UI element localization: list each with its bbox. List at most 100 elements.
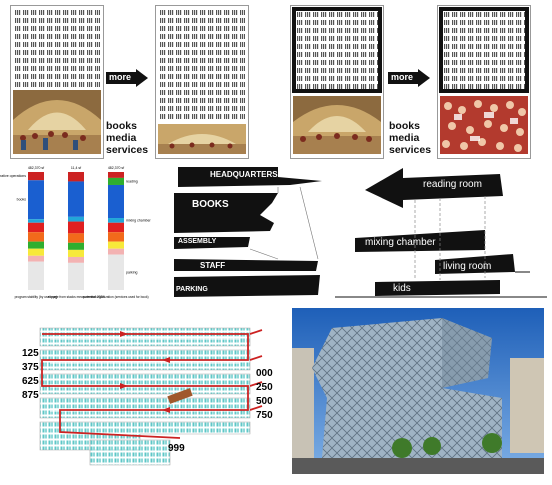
spiral-number-625: 625 (22, 376, 39, 387)
school-of-athens-painting (293, 96, 381, 154)
spiral-number-500: 500 (256, 396, 273, 407)
spiral-number-000: 000 (256, 368, 273, 379)
mixing-chamber-slab (355, 230, 485, 252)
bar-segment (68, 233, 84, 243)
bar-segment (68, 216, 84, 222)
spiral-number-125: 125 (22, 348, 39, 359)
assembly-slab (174, 237, 250, 249)
spiral-number-375: 375 (22, 362, 39, 373)
book-stack-panel-2 (155, 5, 249, 159)
assembly-label: ASSEMBLY (178, 238, 217, 245)
bar-column-header: 11,4 sf (71, 166, 81, 170)
bar-segment (108, 177, 124, 185)
bar-column-header: 482,370 sf (108, 166, 124, 170)
shelf-pattern (443, 11, 525, 89)
spiral-number-250: 250 (256, 382, 273, 393)
staff-slab (174, 259, 318, 271)
shelf-pattern (159, 9, 245, 119)
bar-segment (28, 232, 44, 242)
book-stack-panel-3 (290, 5, 384, 159)
services-line-books: books (389, 120, 420, 132)
bar-segment (108, 232, 124, 242)
headquarters-slab (178, 167, 322, 187)
spaces-diagram: reading room mixing chamber living room … (335, 160, 547, 305)
bar-segment (108, 218, 124, 223)
shelf-pattern (296, 11, 378, 89)
spiral-number-875: 875 (22, 390, 39, 401)
services-line-services: services (106, 144, 149, 156)
spiral-number-999: 999 (168, 443, 185, 454)
spaces-shapes (335, 168, 547, 298)
bar-segment (108, 248, 124, 255)
headquarters-label: HEADQUARTERS (210, 170, 278, 179)
bar-segment-label: mixing chamber (126, 218, 152, 222)
bar-segment-label: reading (126, 179, 138, 183)
bar-segment (108, 254, 124, 290)
bar-segment (68, 249, 84, 257)
more-label: more (391, 72, 414, 82)
bar-column-caption: potential organization (services used fo… (83, 295, 148, 299)
arrow-right-icon (106, 69, 148, 87)
services-text-1: books media services (106, 120, 148, 156)
bar-segment-label: administrative operations (0, 174, 26, 178)
bar-segment (28, 180, 44, 220)
kids-slab (375, 280, 500, 296)
book-shelves-grid (14, 9, 100, 87)
bar-segment (28, 172, 44, 181)
books-label: BOOKS (192, 199, 229, 210)
program-section-diagram: HEADQUARTERS BOOKS ASSEMBLY STAFF PARKIN… (170, 163, 330, 303)
library-building-photo (292, 308, 544, 474)
bar-segment (108, 241, 124, 249)
services-line-books: books (106, 120, 137, 132)
more-arrow-1: more (106, 69, 148, 87)
services-line-media: media (106, 132, 137, 144)
bar-segment (68, 262, 84, 290)
bar-segment (28, 241, 44, 249)
bar-segment (68, 256, 84, 263)
bar-segment (28, 248, 44, 256)
crowd-photo (440, 96, 528, 154)
services-line-services: services (389, 144, 432, 156)
program-bars: 482,370 sfadministrative operationsbooks… (0, 166, 152, 299)
books-slab (174, 193, 278, 233)
bar-segment-label: books (17, 198, 27, 202)
book-stack-panel-1 (10, 5, 104, 159)
bar-segment-label: parking (126, 270, 138, 274)
program-bar-chart: 482,370 sfadministrative operationsbooks… (0, 160, 160, 310)
bar-segment (28, 255, 44, 262)
bar-column-header: 482,370 sf (28, 166, 44, 170)
bar-segment (28, 261, 44, 290)
book-stack-panel-4 (437, 5, 531, 159)
services-line-media: media (389, 132, 420, 144)
book-spiral-diagram: 125 375 625 875 000 250 500 750 999 (0, 320, 285, 480)
parking-slab (174, 275, 320, 297)
living-room-label: living room (443, 261, 492, 272)
bar-column-caption: program stability (by use type) (15, 295, 58, 299)
spiral-shapes (39, 327, 263, 466)
spiral-number-750: 750 (256, 410, 273, 421)
staff-label: STAFF (200, 261, 226, 270)
reading-room-slab (365, 168, 503, 208)
bar-segment (108, 172, 124, 178)
bar-segment (108, 184, 124, 219)
bar-segment (28, 222, 44, 233)
services-text-2: books media services (389, 120, 431, 156)
living-room-slab (435, 254, 515, 274)
more-label: more (109, 72, 132, 82)
bar-column-caption: storage from stacks measurement 2020 (48, 295, 104, 299)
bar-segment (28, 219, 44, 223)
bar-segment (108, 222, 124, 233)
arrow-right-icon (388, 69, 430, 87)
bar-segment (68, 221, 84, 234)
mixing-chamber-label: mixing chamber (365, 237, 436, 248)
book-shelves-grid (159, 9, 245, 119)
shelf-pattern (14, 9, 100, 87)
more-arrow-2: more (388, 69, 430, 87)
bar-segment (68, 172, 84, 182)
bar-segment (68, 181, 84, 217)
kids-label: kids (393, 283, 411, 294)
reading-room-label: reading room (423, 179, 482, 190)
bar-segment (68, 242, 84, 250)
book-shelves-grid (292, 7, 382, 93)
school-of-athens-painting (158, 124, 246, 154)
